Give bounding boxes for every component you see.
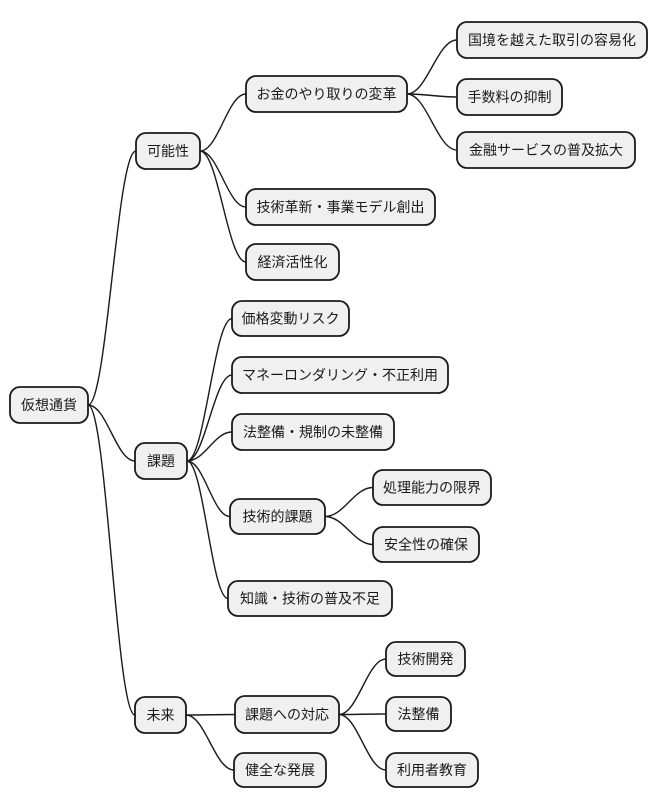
node-label-gijutsu-kaihatsu: 技術開発 — [398, 652, 454, 668]
edge-kadai-to-kakaku — [186, 317, 233, 462]
edge-okane-to-kinyuu — [406, 93, 458, 151]
node-box-tesuuryou — [456, 78, 563, 116]
mindmap-node-anzensei: 安全性の確保 — [372, 526, 480, 563]
edge-mirai-to-kadai-taiou — [185, 713, 236, 716]
node-label-root: 仮想通貨 — [21, 397, 77, 414]
edge-kanousei-to-gijutsu-kakushin — [199, 150, 247, 208]
node-box-kadai-taiou — [234, 695, 340, 734]
edge-root-to-mirai — [87, 404, 136, 716]
node-box-anzensei — [372, 526, 480, 563]
mindmap-node-kokkyou: 国境を越えた取引の容易化 — [456, 21, 648, 59]
mindmap-node-kadai: 課題 — [134, 442, 188, 480]
node-label-riyousha-kyouiku: 利用者教育 — [397, 763, 467, 779]
edge-okane-to-kokkyou — [406, 39, 458, 95]
mindmap-node-tesuuryou: 手数料の抑制 — [456, 78, 563, 116]
node-label-kinyuu: 金融サービスの普及拡大 — [469, 143, 623, 159]
mindmap-node-mirai: 未来 — [134, 696, 187, 734]
mindmap-node-root: 仮想通貨 — [9, 386, 89, 424]
node-box-houseibi — [385, 696, 452, 732]
node-label-houseibi: 法整備 — [398, 707, 440, 723]
mindmap-node-riyousha-kyouiku: 利用者教育 — [385, 752, 479, 788]
mindmap-node-houseibi-kisei: 法整備・規制の未整備 — [231, 413, 395, 451]
node-label-keizai: 経済活性化 — [258, 255, 328, 271]
node-label-kanousei: 可能性 — [147, 144, 189, 160]
mindmap-node-kanousei: 可能性 — [135, 132, 201, 170]
node-label-kadai-taiou: 課題への対応 — [245, 708, 329, 724]
node-label-gijutsu-kakushin: 技術革新・事業モデル創出 — [257, 199, 425, 216]
node-box-mirai — [134, 696, 187, 734]
node-box-gijutsu-kakushin — [245, 188, 436, 226]
nodes-layer: 仮想通貨 可能性 お金のやり取りの変革 国境を越えた取引の容易化手数料の抑制金融サービ… — [9, 21, 648, 788]
node-label-kadai: 課題 — [147, 454, 175, 470]
node-box-gijutsuteki-kadai — [229, 498, 326, 535]
node-box-kakaku — [231, 300, 350, 337]
node-label-houseibi-kisei: 法整備・規制の未整備 — [243, 425, 383, 441]
mindmap-node-gijutsu-kakushin: 技術革新・事業モデル創出 — [245, 188, 436, 226]
mindmap-node-okane: お金のやり取りの変革 — [245, 75, 408, 113]
mindmap-node-gijutsuteki-kadai: 技術的課題 — [229, 498, 326, 535]
node-label-chishiki: 知識・技術の普及不足 — [240, 591, 380, 608]
node-label-money-laundering: マネーロンダリング・不正利用 — [242, 368, 438, 384]
node-box-okane — [245, 75, 408, 113]
edge-okane-to-tesuuryou — [406, 93, 458, 98]
edge-kadai-to-houseibi-kisei — [186, 431, 233, 462]
edge-kadai-to-money-laundering — [186, 374, 233, 462]
node-box-kadai — [134, 442, 188, 480]
edge-kanousei-to-okane — [199, 93, 247, 152]
node-box-kenzen — [233, 752, 327, 788]
mindmap-node-houseibi: 法整備 — [385, 696, 452, 732]
mindmap-node-money-laundering: マネーロンダリング・不正利用 — [231, 356, 449, 394]
edge-kadai-taiou-to-riyousha-kyouiku — [338, 713, 387, 771]
edge-root-to-kadai — [87, 404, 136, 462]
edge-gijutsuteki-kadai-to-shori-nouryoku — [324, 486, 374, 518]
node-label-okane: お金のやり取りの変革 — [257, 86, 397, 103]
node-box-money-laundering — [231, 356, 449, 394]
node-box-kinyuu — [456, 131, 636, 169]
node-box-kanousei — [135, 132, 201, 170]
edge-kadai-taiou-to-gijutsu-kaihatsu — [338, 658, 387, 716]
edge-kadai-to-gijutsuteki-kadai — [186, 460, 231, 518]
node-label-gijutsuteki-kadai: 技術的課題 — [243, 510, 313, 526]
node-box-shori-nouryoku — [372, 469, 492, 506]
node-label-kenzen: 健全な発展 — [245, 762, 315, 779]
edge-gijutsuteki-kadai-to-anzensei — [324, 515, 374, 546]
node-box-gijutsu-kaihatsu — [385, 641, 466, 677]
mindmap-node-shori-nouryoku: 処理能力の限界 — [372, 469, 492, 506]
mindmap-node-kakaku: 価格変動リスク — [231, 300, 350, 337]
mindmap-node-kenzen: 健全な発展 — [233, 752, 327, 788]
node-box-houseibi-kisei — [231, 413, 395, 451]
edge-kanousei-to-keizai — [199, 150, 247, 263]
edge-kadai-taiou-to-houseibi — [338, 713, 387, 716]
node-label-tesuuryou: 手数料の抑制 — [468, 90, 552, 106]
node-box-kokkyou — [456, 21, 648, 59]
mindmap-node-gijutsu-kaihatsu: 技術開発 — [385, 641, 466, 677]
mindmap-node-chishiki: 知識・技術の普及不足 — [227, 580, 393, 617]
node-box-riyousha-kyouiku — [385, 752, 479, 788]
node-box-root — [9, 386, 89, 424]
node-label-shori-nouryoku: 処理能力の限界 — [383, 481, 481, 497]
node-label-kokkyou: 国境を越えた取引の容易化 — [468, 32, 636, 49]
edge-kadai-to-chishiki — [186, 460, 229, 600]
mindmap-node-kadai-taiou: 課題への対応 — [234, 695, 340, 734]
node-label-mirai: 未来 — [147, 708, 175, 724]
edge-mirai-to-kenzen — [185, 714, 235, 771]
mindmap-node-kinyuu: 金融サービスの普及拡大 — [456, 131, 636, 169]
node-label-anzensei: 安全性の確保 — [384, 537, 468, 554]
mindmap-node-keizai: 経済活性化 — [245, 243, 340, 281]
edge-root-to-kanousei — [87, 150, 137, 406]
node-box-keizai — [245, 243, 340, 281]
edges-layer — [87, 39, 458, 771]
node-label-kakaku: 価格変動リスク — [242, 311, 340, 328]
node-box-chishiki — [227, 580, 393, 617]
